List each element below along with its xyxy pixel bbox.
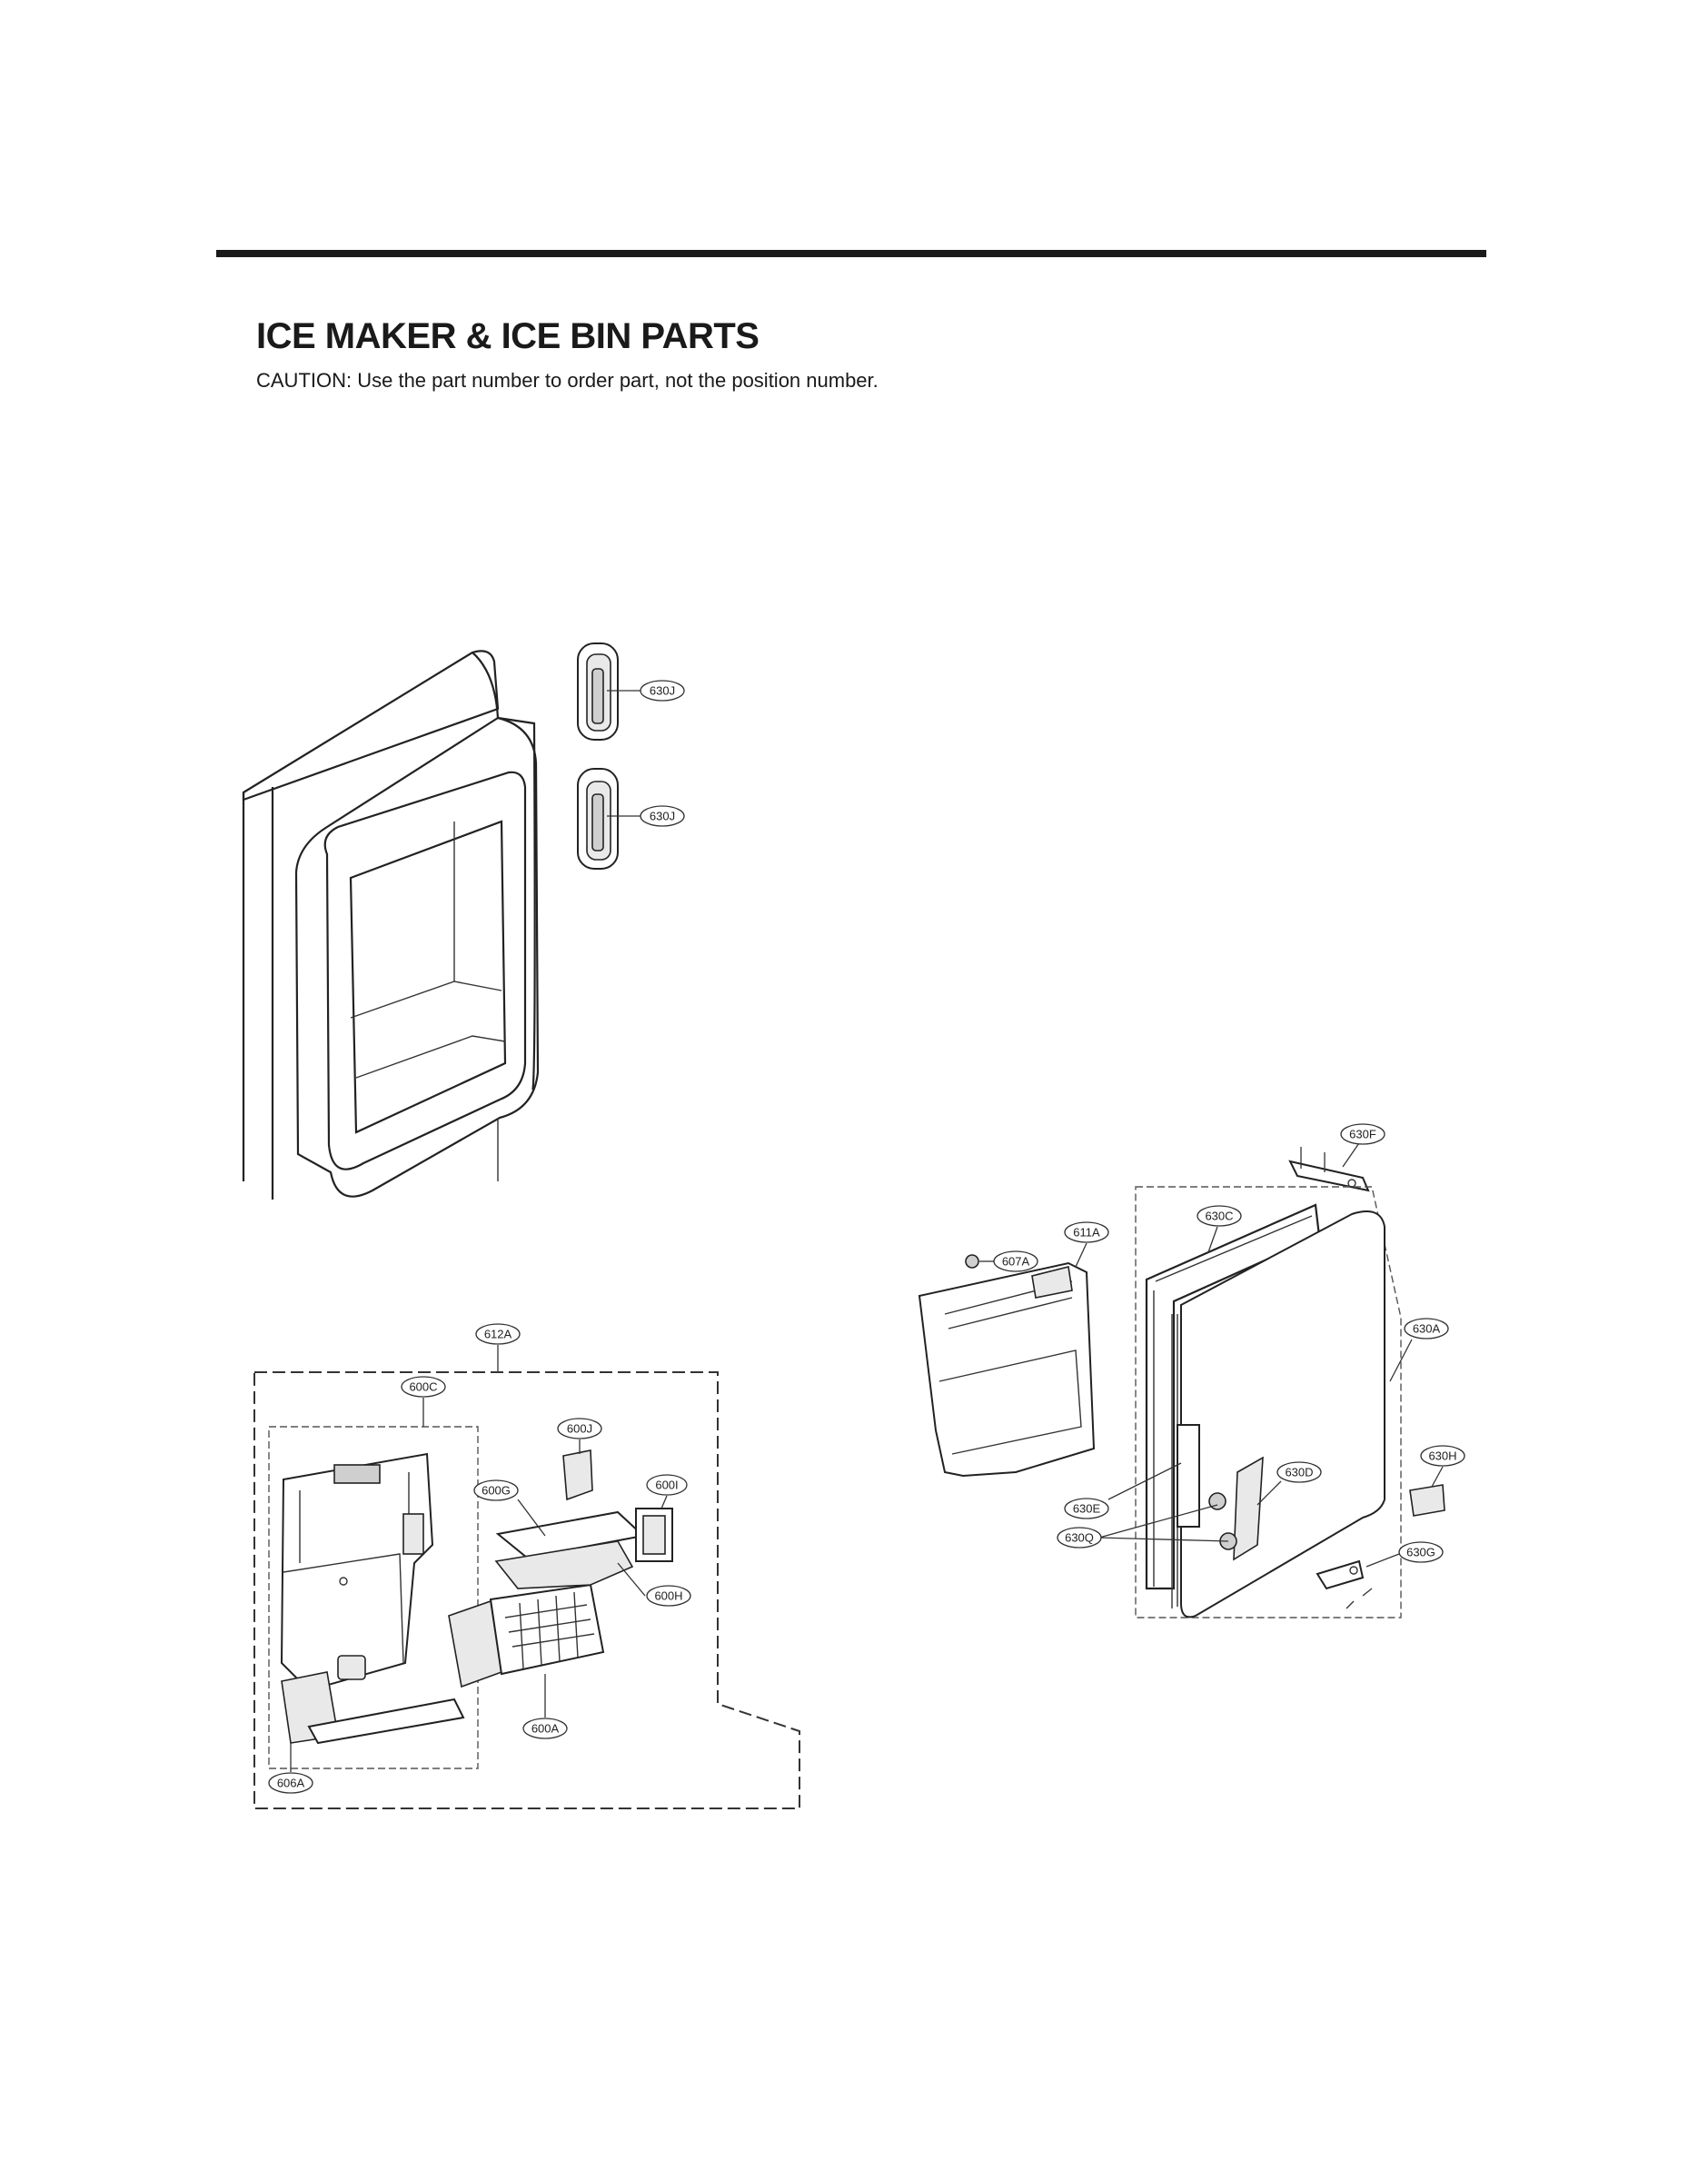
callout-label: 630J (650, 683, 675, 697)
callout-612A: 612A (475, 1323, 521, 1345)
callout-label: 630J (650, 809, 675, 822)
callout-label: 612A (484, 1327, 512, 1340)
callout-label: 600J (567, 1421, 592, 1435)
callout-630J-lower: 630J (640, 805, 685, 827)
callout-600J: 600J (557, 1418, 602, 1439)
callout-label: 630A (1413, 1321, 1441, 1335)
callout-607A: 607A (993, 1250, 1038, 1272)
callout-630C: 630C (1197, 1205, 1242, 1227)
callout-600H: 600H (646, 1585, 691, 1607)
callout-600A: 600A (522, 1718, 568, 1739)
callout-630E: 630E (1064, 1498, 1109, 1519)
callout-630G: 630G (1398, 1541, 1444, 1563)
caution-note: CAUTION: Use the part number to order pa… (256, 369, 879, 392)
callout-label: 606A (277, 1776, 305, 1789)
callout-label: 630F (1349, 1127, 1376, 1140)
door-liner-drawing (242, 650, 540, 1200)
ice-bin-door-drawing (918, 1137, 1445, 1618)
callout-label: 600C (409, 1379, 437, 1393)
callout-600C: 600C (401, 1376, 446, 1398)
callout-label: 600G (482, 1483, 511, 1497)
callout-600I: 600I (646, 1474, 688, 1496)
callout-600G: 600G (473, 1479, 519, 1501)
callout-606A: 606A (268, 1772, 313, 1794)
callout-630F: 630F (1340, 1123, 1385, 1145)
ice-maker-assembly-612A (253, 1345, 800, 1809)
door-bin-630J-lower (577, 768, 640, 870)
callout-label: 600I (655, 1478, 678, 1491)
callout-630Q: 630Q (1057, 1527, 1102, 1549)
callout-label: 607A (1002, 1254, 1030, 1268)
callout-label: 630C (1205, 1209, 1233, 1222)
callout-630D: 630D (1276, 1461, 1322, 1483)
callout-label: 600A (531, 1721, 560, 1735)
callout-630H: 630H (1420, 1445, 1465, 1467)
callout-label: 600H (654, 1588, 682, 1602)
callout-label: 630D (1285, 1465, 1313, 1479)
top-rule (216, 250, 1486, 257)
door-bin-630J-upper (577, 642, 640, 741)
callout-label: 630Q (1065, 1530, 1094, 1544)
callout-630A: 630A (1404, 1318, 1449, 1339)
callout-label: 611A (1073, 1225, 1100, 1239)
callout-630J-upper: 630J (640, 680, 685, 702)
callout-label: 630H (1428, 1449, 1456, 1462)
callout-label: 630E (1073, 1501, 1101, 1515)
page-title: ICE MAKER & ICE BIN PARTS (256, 316, 760, 356)
callout-611A: 611A (1064, 1221, 1109, 1243)
callout-label: 630G (1406, 1545, 1435, 1559)
